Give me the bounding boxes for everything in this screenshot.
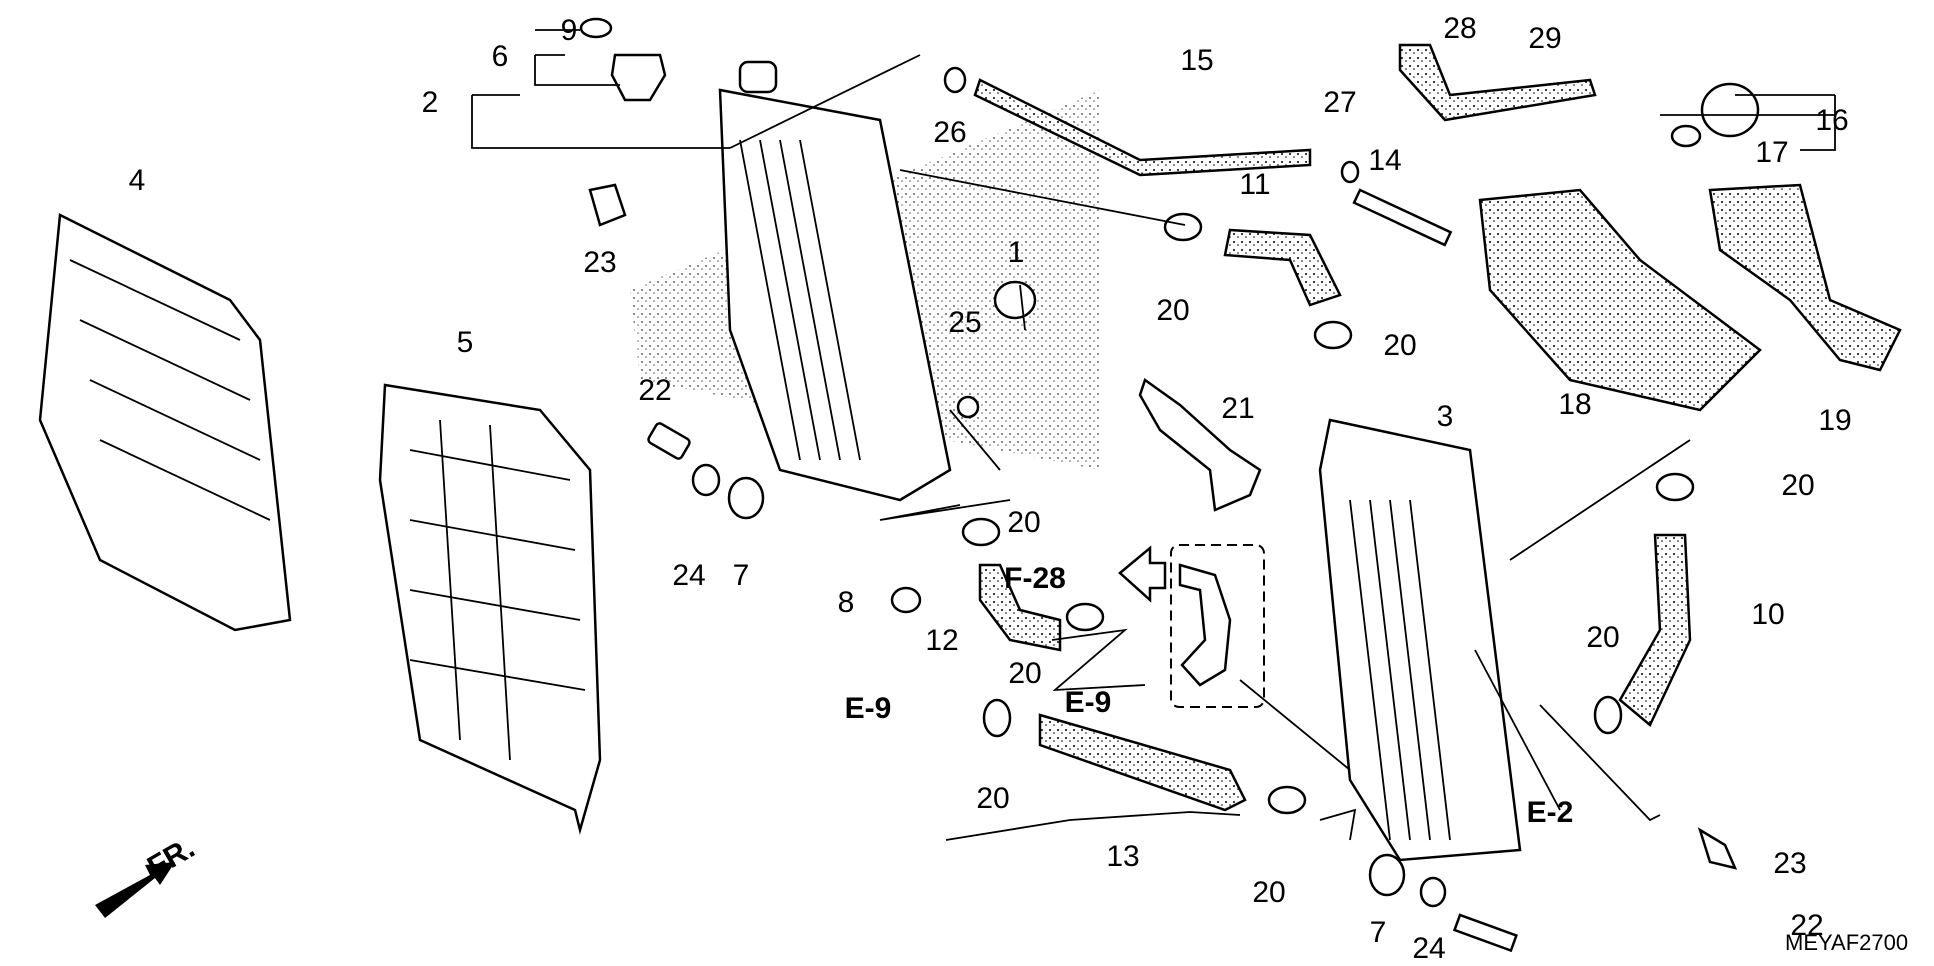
part-number-label: 6 [492, 40, 509, 73]
part-number-label: 19 [1818, 404, 1851, 437]
radiator-right-fins [1349, 499, 1451, 841]
part-number-label: 2 [422, 86, 439, 119]
page-reference-label: E-9 [845, 692, 892, 725]
leader-lines [471, 29, 1836, 841]
part-number-label: 23 [583, 246, 616, 279]
part-number-label: 22 [1790, 909, 1823, 942]
part-number-label: 23 [1773, 847, 1806, 880]
hose-12 [978, 563, 1062, 652]
part-number-label: 29 [1528, 22, 1561, 55]
part-number-label: 9 [561, 14, 578, 47]
hose-clamps [961, 212, 1695, 815]
part-number-label: 16 [1815, 104, 1848, 137]
part-number-label: 15 [1180, 44, 1213, 77]
arrow-f28 [1118, 545, 1167, 603]
radiator-cap-left-neck [738, 60, 778, 94]
part-number-label: 12 [925, 624, 958, 657]
hose-29 [1398, 43, 1597, 122]
bracket [1178, 563, 1232, 687]
hose-13 [1038, 713, 1247, 812]
radiator-left-fins [739, 139, 861, 461]
page-reference-label: F-28 [1004, 562, 1066, 595]
diagram-code: MEYAF2700 [1785, 930, 1908, 955]
part-number-label: 8 [838, 586, 855, 619]
part-number-label: 20 [1586, 621, 1619, 654]
bracket-detail-box [1170, 544, 1265, 708]
part-number-label: 17 [1755, 136, 1788, 169]
part-number-label: 18 [1558, 388, 1591, 421]
part-number-label: 21 [1221, 392, 1254, 425]
part-number-label: 20 [1383, 329, 1416, 362]
part-number-label: 7 [1370, 916, 1387, 949]
part-number-label: 20 [1156, 294, 1189, 327]
hose-15 [973, 78, 1312, 177]
hose-10 [1618, 533, 1692, 727]
part-number-label: 27 [1323, 86, 1356, 119]
part-number-label: 1 [1008, 236, 1025, 269]
part-number-label: 24 [672, 559, 705, 592]
reserve-tank-cover [1708, 183, 1902, 372]
part-number-label: 20 [1008, 657, 1041, 690]
part-number-label: 20 [1252, 876, 1285, 909]
page-reference-label: E-2 [1527, 796, 1574, 829]
part-number-label: 22 [638, 374, 671, 407]
part-number-label: 7 [733, 559, 750, 592]
page-reference-label: E-9 [1065, 686, 1112, 719]
radiator-grille-left [378, 383, 602, 835]
shroud-ribs [69, 259, 271, 521]
small-parts [579, 17, 1760, 953]
part-number-label: 5 [457, 326, 474, 359]
part-number-label: 20 [1007, 506, 1040, 539]
part-number-label: 25 [948, 306, 981, 339]
part-number-label: 4 [129, 164, 146, 197]
part-number-label: 26 [933, 116, 966, 149]
hose-11 [1223, 228, 1342, 307]
part-number-label: 11 [1239, 168, 1270, 201]
part-number-label: 20 [976, 782, 1009, 815]
reserve-tank [1478, 188, 1762, 412]
part-number-label: 24 [1412, 932, 1445, 965]
grille-bars [409, 419, 586, 761]
front-arrow: FR. [95, 831, 200, 918]
reference-labels: F-28E-9 E-9E-2 [845, 562, 1574, 829]
radiator-right [1318, 418, 1522, 862]
radiator-left [718, 88, 952, 502]
part-number-label: 14 [1368, 144, 1401, 177]
part-number-label: 20 [1781, 469, 1814, 502]
part-number-label: 13 [1106, 840, 1139, 873]
part-number-label: 28 [1443, 12, 1476, 45]
part-number-label: 10 [1751, 598, 1784, 631]
radiator-shroud-left [38, 213, 292, 632]
part-number-label: 3 [1437, 400, 1454, 433]
